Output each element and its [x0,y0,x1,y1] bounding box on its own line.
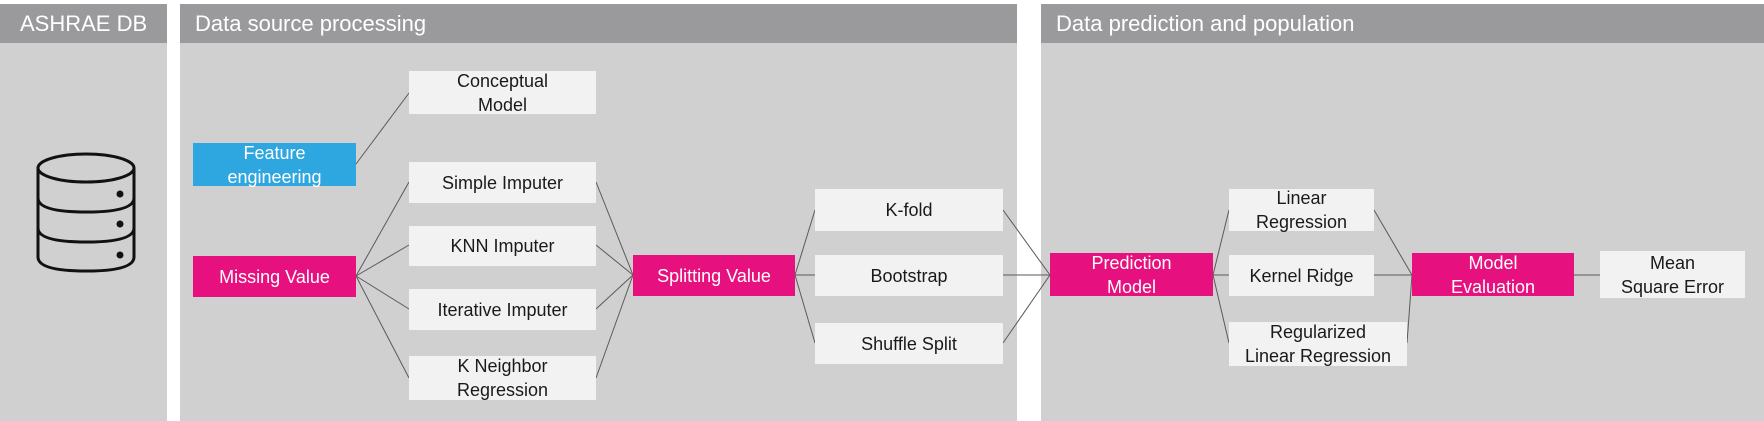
node-shuffle-split: Shuffle Split [815,323,1003,364]
node-bootstrap: Bootstrap [815,255,1003,296]
node-k-fold: K-fold [815,189,1003,231]
node-k-neighbor-regression: K Neighbor Regression [409,356,596,400]
node-missing-value: Missing Value [193,256,356,297]
node-simple-imputer: Simple Imputer [409,162,596,203]
panel-title-data-prediction: Data prediction and population [1041,4,1764,43]
node-model-evaluation: Model Evaluation [1412,253,1574,297]
panel-title-data-source-processing: Data source processing [180,4,1017,43]
node-knn-imputer: KNN Imputer [409,226,596,266]
database-icon [36,152,136,273]
node-prediction-model: Prediction Model [1050,253,1213,297]
node-linear-regression: Linear Regression [1229,188,1374,232]
node-iterative-imputer: Iterative Imputer [409,289,596,330]
node-splitting-value: Splitting Value [633,255,795,296]
node-feature-engineering: Feature engineering [193,143,356,187]
node-conceptual-model: Conceptual Model [409,71,596,115]
node-mean-square-error: Mean Square Error [1600,251,1745,298]
node-kernel-ridge: Kernel Ridge [1229,255,1374,296]
node-regularized-linear-regression: Regularized Linear Regression [1229,322,1407,366]
panel-ashrae-db: ASHRAE DB [0,4,167,421]
panel-title-ashrae-db: ASHRAE DB [0,4,167,43]
